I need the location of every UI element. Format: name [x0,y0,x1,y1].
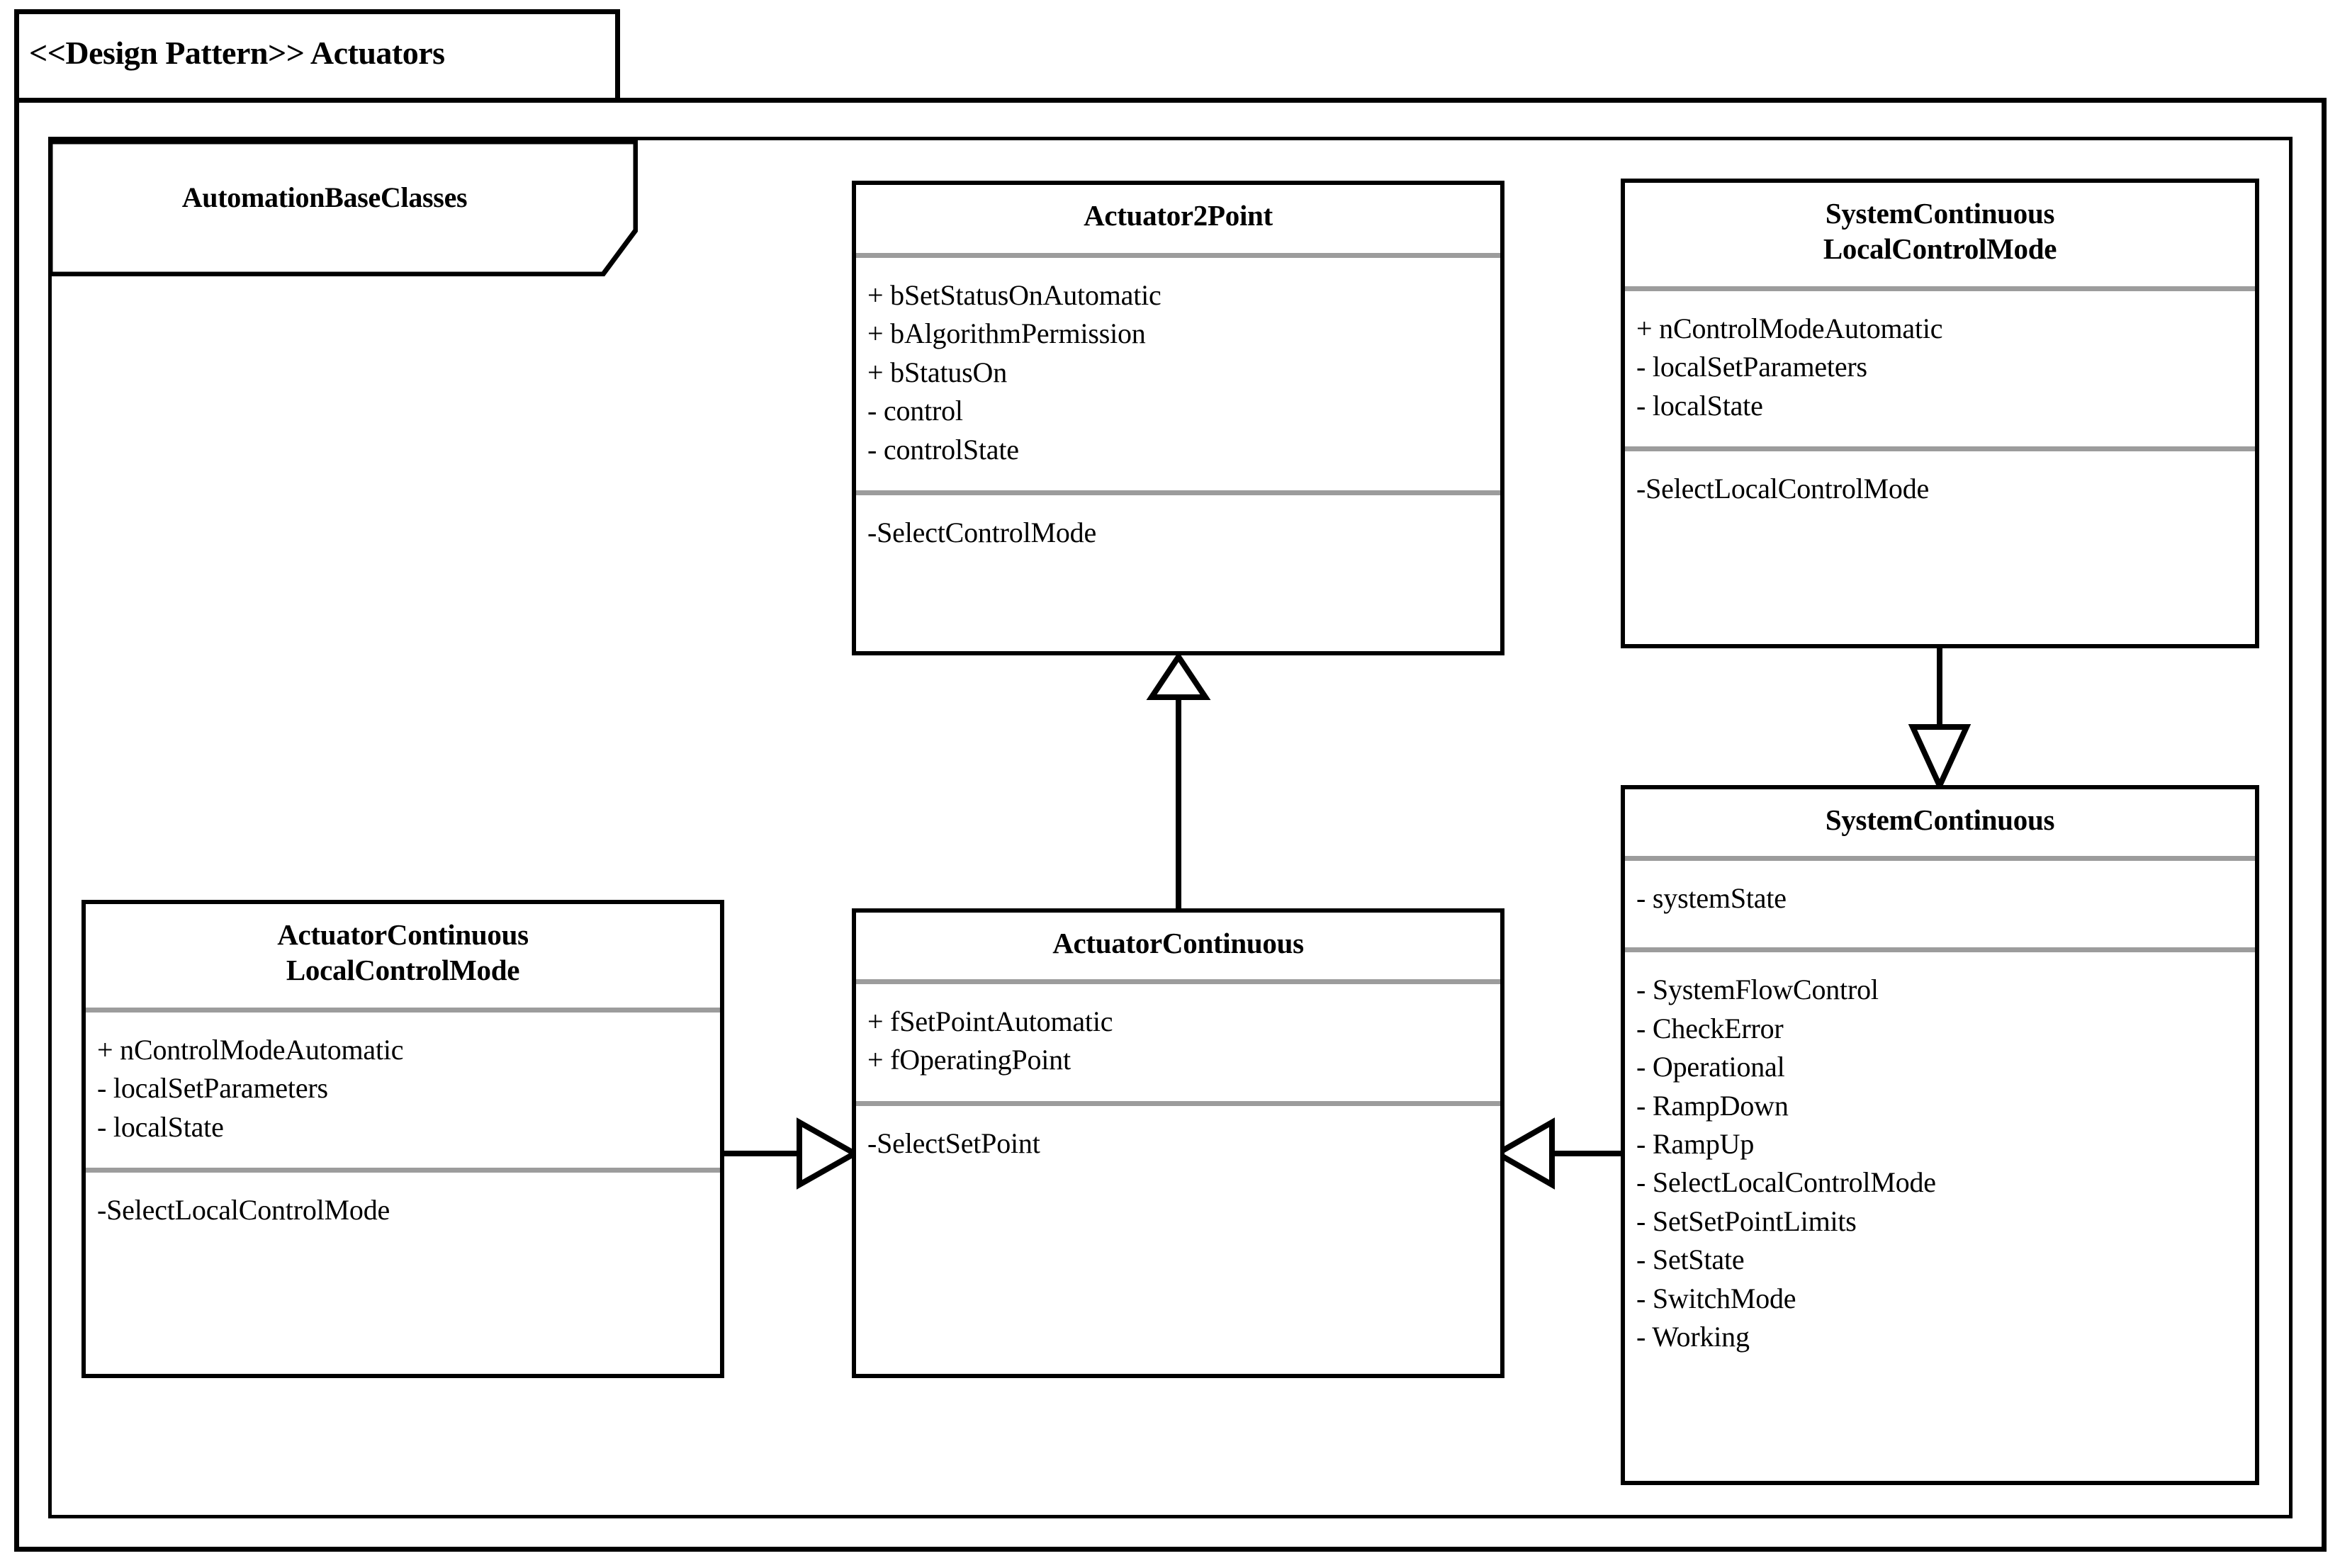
operation-row: -SelectLocalControlMode [97,1194,390,1226]
attribute-row: + fSetPointAutomatic [867,1005,1113,1038]
operation-row: - SystemFlowControl [1636,974,1879,1006]
attribute-row: + fOperatingPoint [867,1044,1071,1076]
class-name: SystemContinuous [1825,803,2055,836]
class-title-actuator2point: Actuator2Point [856,185,1500,233]
class-name-line2: LocalControlMode [286,954,520,987]
class-divider [856,253,1500,259]
attribute-row: - systemState [1636,882,1787,915]
attribute-row: + nControlModeAutomatic [97,1034,404,1066]
attribute-row: + bStatusOn [867,356,1008,388]
class-name: ActuatorContinuous [1052,927,1304,959]
operations-section-actuator2point: -SelectControlMode [856,495,1500,552]
class-divider [1625,947,2255,953]
note-shape-icon [48,140,638,276]
operation-row: - RampDown [1636,1089,1789,1122]
package-title: <<Design Pattern>> Actuators [29,35,445,71]
class-divider [1625,856,2255,862]
operation-row: -SelectControlMode [867,516,1097,548]
class-title-actuatorcontinuouslocalcontrolmode: ActuatorContinuous LocalControlMode [86,904,720,988]
class-divider [86,1168,720,1173]
class-divider [856,1100,1500,1106]
attribute-row: - localSetParameters [97,1072,328,1105]
class-divider [1625,286,2255,292]
class-box-actuatorcontinuous[interactable]: ActuatorContinuous + fSetPointAutomatic … [852,908,1504,1378]
operation-row: - SetSetPointLimits [1636,1205,1857,1237]
attributes-section-actuatorcontinuouslocalcontrolmode: + nControlModeAutomatic - localSetParame… [86,1013,720,1146]
generalization-arrow-up-icon [1141,651,1269,914]
attribute-row: + nControlModeAutomatic [1636,312,1943,345]
attribute-row: - controlState [867,433,1019,466]
operation-row: - SelectLocalControlMode [1636,1166,1936,1199]
operation-row: -SelectSetPoint [867,1127,1040,1159]
operations-section-actuatorcontinuous: -SelectSetPoint [856,1106,1500,1163]
operation-row: - SwitchMode [1636,1282,1796,1314]
class-name: Actuator2Point [1084,199,1273,232]
attributes-section-systemcontinuous: - systemState [1625,861,2255,918]
generalization-arrow-left-icon [1491,1104,1633,1203]
class-title-systemcontinuouslocalcontrolmode: SystemContinuous LocalControlMode [1625,183,2255,266]
attributes-section-systemcontinuouslocalcontrolmode: + nControlModeAutomatic - localSetParame… [1625,291,2255,425]
operations-section-systemcontinuouslocalcontrolmode: -SelectLocalControlMode [1625,451,2255,508]
attribute-row: + bSetStatusOnAutomatic [867,279,1161,312]
automation-base-classes-note: AutomationBaseClasses [48,140,638,276]
operation-row: - CheckError [1636,1012,1784,1044]
attribute-row: - localSetParameters [1636,351,1867,383]
operation-row: -SelectLocalControlMode [1636,473,1930,505]
class-title-systemcontinuous: SystemContinuous [1625,789,2255,837]
operations-section-systemcontinuous: - SystemFlowControl - CheckError - Opera… [1625,952,2255,1356]
class-name-line2: LocalControlMode [1823,232,2057,266]
attribute-row: + bAlgorithmPermission [867,317,1146,350]
class-divider [86,1008,720,1013]
class-divider [856,490,1500,495]
generalization-arrow-down-icon [1908,643,2041,793]
class-name: ActuatorContinuous [277,918,529,951]
generalization-arrow-right-icon [720,1104,862,1203]
attribute-row: - localState [97,1110,224,1143]
operation-row: - RampUp [1636,1127,1755,1160]
operation-row: - Working [1636,1320,1750,1353]
class-box-actuator2point[interactable]: Actuator2Point + bSetStatusOnAutomatic +… [852,181,1504,655]
attribute-row: - control [867,395,963,427]
class-box-systemcontinuous[interactable]: SystemContinuous - systemState - SystemF… [1621,785,2259,1485]
attribute-row: - localState [1636,389,1763,422]
operation-row: - Operational [1636,1051,1785,1083]
class-title-actuatorcontinuous: ActuatorContinuous [856,913,1500,961]
operation-row: - SetState [1636,1243,1745,1276]
package-tab: <<Design Pattern>> Actuators [14,9,620,103]
class-box-actuatorcontinuouslocalcontrolmode[interactable]: ActuatorContinuous LocalControlMode + nC… [81,900,724,1378]
class-name: SystemContinuous [1825,197,2055,230]
class-divider [856,979,1500,985]
operations-section-actuatorcontinuouslocalcontrolmode: -SelectLocalControlMode [86,1173,720,1229]
class-box-systemcontinuouslocalcontrolmode[interactable]: SystemContinuous LocalControlMode + nCon… [1621,179,2259,648]
class-divider [1625,446,2255,452]
attributes-section-actuatorcontinuous: + fSetPointAutomatic + fOperatingPoint [856,984,1500,1080]
note-label: AutomationBaseClasses [181,181,468,213]
attributes-section-actuator2point: + bSetStatusOnAutomatic + bAlgorithmPerm… [856,258,1500,469]
